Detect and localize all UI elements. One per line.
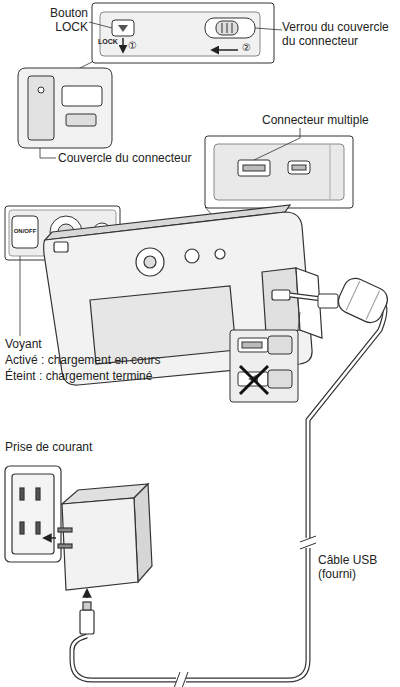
button-marking: ON/OFF — [12, 228, 38, 235]
power-button-inset — [20, 256, 21, 336]
connector-inset — [288, 161, 310, 174]
camera-side-view — [38, 87, 44, 93]
part-name: Voyant — [5, 337, 125, 351]
lock-inset — [92, 3, 274, 63]
step-number: ① — [128, 40, 142, 52]
usb-ac-adapter — [58, 528, 72, 532]
power-button-inset — [12, 216, 38, 248]
connector-inset — [243, 165, 265, 171]
usb-cable — [174, 672, 180, 687]
camera-side-view — [18, 68, 112, 148]
wall-outlet — [12, 474, 54, 554]
camera-side-view — [18, 68, 112, 148]
leader-line — [255, 28, 282, 30]
usb-ac-adapter — [44, 537, 56, 539]
usb-cable — [182, 672, 188, 687]
part-name: Câble USB (fourni) — [318, 553, 398, 581]
usb-cable — [300, 536, 316, 542]
camera-body — [262, 268, 300, 334]
lock-inset — [216, 21, 238, 35]
camera-side-view — [66, 114, 96, 126]
lock-inset — [227, 23, 228, 33]
connector-inset — [330, 144, 331, 200]
usb-cable — [334, 274, 391, 326]
lock-inset — [232, 23, 233, 33]
camera-body — [272, 290, 290, 300]
note: Activé : chargement en cours — [5, 353, 225, 367]
usb-ac-adapter — [58, 544, 72, 548]
plug-orientation-inset — [268, 370, 292, 388]
wall-outlet — [5, 466, 61, 562]
step-number: ② — [242, 42, 256, 54]
camera-body — [90, 286, 236, 364]
part-name: Couvercle du connecteur — [58, 151, 258, 165]
connector-inset — [238, 160, 270, 176]
usb-cable — [334, 274, 391, 326]
usb-ac-adapter — [83, 602, 91, 610]
lock-inset — [205, 18, 255, 38]
note: Éteint : chargement terminé — [5, 369, 225, 383]
usb-ac-adapter — [80, 610, 94, 634]
wall-outlet — [36, 488, 40, 500]
part-name: Prise de courant — [5, 440, 165, 454]
lock-inset — [112, 20, 134, 36]
plug-orientation-inset — [238, 338, 268, 352]
camera-body — [54, 242, 68, 252]
wall-outlet — [36, 522, 40, 534]
usb-cable — [346, 281, 360, 310]
usb-ac-adapter — [86, 590, 88, 598]
usb-cable — [318, 294, 338, 308]
lock-inset — [222, 23, 223, 33]
camera-body — [144, 256, 156, 268]
connector-inset — [292, 165, 306, 170]
lock-inset — [118, 25, 128, 32]
usb-ac-adapter — [44, 484, 152, 634]
plug-orientation-inset — [298, 312, 300, 330]
part-name: Connecteur multiple — [262, 113, 398, 127]
plug-orientation-inset — [268, 336, 292, 354]
connector-inset — [254, 128, 300, 160]
camera-side-view — [62, 86, 102, 106]
wall-outlet — [20, 522, 24, 534]
usb-cable — [72, 274, 391, 687]
plug-orientation-inset — [240, 366, 268, 394]
lock-inset — [212, 49, 238, 51]
connector-inset — [214, 144, 344, 200]
camera-body — [215, 249, 225, 259]
wall-outlet — [5, 466, 61, 562]
leader-line — [89, 22, 112, 28]
lock-inset — [100, 12, 260, 56]
plug-orientation-inset — [230, 330, 298, 402]
part-name: Verrou du couvercle du connecteur — [282, 20, 394, 48]
plug-orientation-inset — [242, 342, 262, 348]
usb-cable — [300, 543, 316, 549]
camera-body — [136, 248, 164, 276]
usb-ac-adapter — [62, 498, 138, 590]
plug-orientation-inset — [230, 312, 300, 402]
usb-cable — [366, 291, 380, 320]
connector-inset — [205, 136, 353, 208]
camera-body — [185, 249, 199, 263]
wall-outlet — [20, 488, 24, 500]
lock-inset — [92, 3, 274, 63]
camera-side-view — [28, 76, 54, 140]
part-name: Bouton LOCK — [28, 6, 88, 34]
plug-orientation-inset — [240, 366, 268, 394]
lock-inset — [122, 38, 124, 52]
